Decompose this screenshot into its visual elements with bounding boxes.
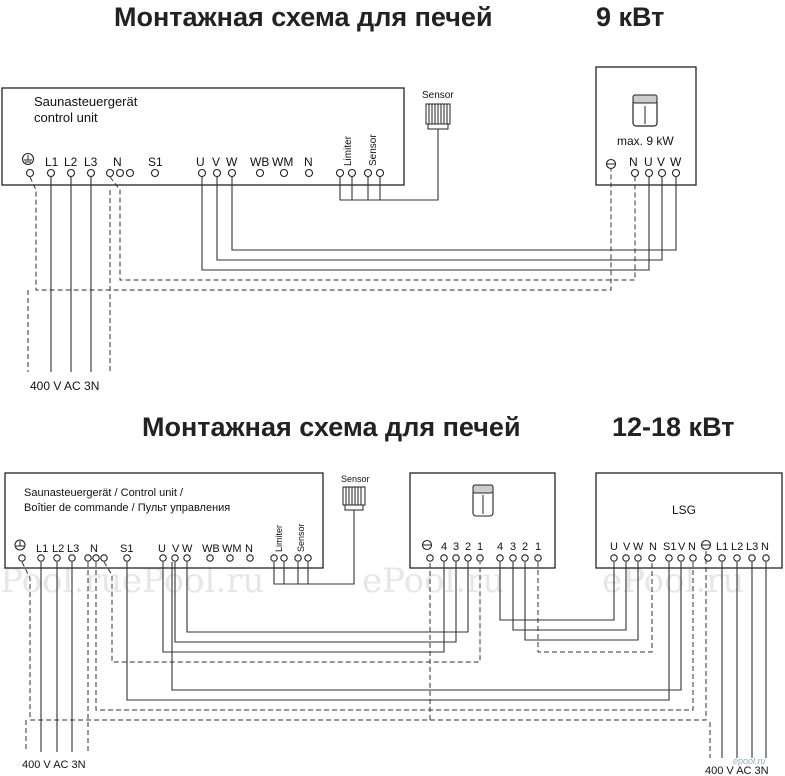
lsg-terminal-label-v2: V	[678, 541, 686, 553]
terminal-label-s1: S1	[148, 155, 163, 169]
top-control-label-1: Saunasteuergerät	[34, 94, 138, 109]
lsg-box	[595, 472, 783, 569]
bottom-terminals	[18, 554, 312, 562]
bottom-title-main: Монтажная схема для печей	[142, 412, 521, 442]
top-title-power: 9 кВт	[596, 2, 664, 32]
terminal-label-sensor: Sensor	[368, 134, 379, 166]
terminal-label-l3: L3	[67, 543, 79, 555]
earth-icon	[14, 539, 26, 551]
top-sensor-label: Sensor	[422, 90, 454, 101]
terminal-label-wb: WB	[202, 543, 220, 555]
top-control-label-2: control unit	[34, 110, 98, 125]
terminal-label-wm: WM	[272, 155, 293, 169]
corner-watermark: epool.ru	[733, 756, 766, 766]
terminal-label-v: V	[172, 543, 180, 555]
terminal-label-n: N	[90, 543, 98, 555]
heater-terminal-label-1b: 1	[535, 541, 541, 553]
lsg-terminal-label-n3: N	[761, 541, 769, 553]
top-title-main: Монтажная схема для печей	[114, 2, 493, 32]
bottom-supply-right-label: 400 V AC 3N	[705, 765, 769, 776]
sensor-wire	[273, 510, 355, 585]
top-heater-terminals	[630, 168, 681, 178]
heater-terminal-label-4: 4	[441, 541, 447, 553]
lsg-terminal-label-l2: L2	[731, 541, 743, 553]
lsg-terminal-label-l3: L3	[746, 541, 758, 553]
heater-terminal-label-v: V	[657, 155, 665, 169]
terminal-label-s1: S1	[120, 543, 133, 555]
terminal-label-u: U	[196, 155, 205, 169]
bottom-sensor-label: Sensor	[341, 474, 370, 484]
heater-terminal-label-w: W	[670, 155, 682, 169]
top-supply-label: 400 V AC 3N	[30, 379, 99, 393]
terminal-label-wb: WB	[250, 155, 269, 169]
terminal-label-l3: L3	[84, 155, 98, 169]
terminal-label-l2: L2	[52, 543, 64, 555]
heater-terminal-label-u: U	[644, 155, 653, 169]
lsg-label: LSG	[672, 503, 696, 517]
earth-icon	[421, 539, 433, 551]
terminal-label-n2: N	[245, 543, 253, 555]
bottom-supply-left-label: 400 V AC 3N	[22, 759, 86, 771]
terminal-label-l1: L1	[36, 543, 48, 555]
bottom-heater-terminals	[426, 554, 542, 562]
heater-terminal-label-1: 1	[477, 541, 483, 553]
terminal-label-w: W	[226, 155, 238, 169]
lsg-terminal-label-u: U	[610, 541, 618, 553]
lsg-terminal-label-n2: N	[688, 541, 696, 553]
sensor-icon	[342, 486, 366, 511]
top-heater-label: max. 9 kW	[617, 134, 674, 148]
top-wires	[27, 169, 677, 372]
top-control-unit-box	[1, 87, 405, 186]
top-terminals	[25, 168, 385, 178]
terminal-label-limiter: Limiter	[343, 135, 354, 166]
bottom-control-unit-box	[4, 472, 324, 569]
terminal-label-n: N	[113, 155, 122, 169]
lsg-terminal-label-l1: L1	[716, 541, 728, 553]
heater-terminal-label-3b: 3	[510, 541, 516, 553]
bottom-wires	[21, 549, 767, 758]
earth-icon	[605, 158, 617, 170]
terminal-label-u: U	[158, 543, 166, 555]
lsg-terminal-label-n: N	[649, 541, 657, 553]
bottom-control-label-1: Saunasteuergerät / Control unit /	[24, 487, 184, 499]
heater-terminal-label-2b: 2	[522, 541, 528, 553]
earth-icon	[700, 539, 712, 551]
terminal-label-w: W	[182, 543, 193, 555]
lsg-terminal-label-v: V	[623, 541, 631, 553]
lsg-terminal-label-w: W	[633, 541, 644, 553]
bottom-title-power: 12-18 кВт	[612, 412, 734, 442]
heater-terminal-label-n: N	[629, 155, 638, 169]
terminal-label-l2: L2	[64, 155, 78, 169]
terminal-label-v: V	[212, 155, 220, 169]
terminal-label-l1: L1	[45, 155, 59, 169]
heater-terminal-label-2: 2	[465, 541, 471, 553]
terminal-label-wm: WM	[222, 543, 242, 555]
terminal-label-n2: N	[304, 155, 313, 169]
lsg-terminals	[610, 554, 770, 562]
sensor-icon	[425, 103, 451, 130]
heater-terminal-label-3: 3	[453, 541, 459, 553]
lsg-terminal-label-s1: S1	[663, 541, 676, 553]
sensor-wire	[339, 129, 439, 201]
bottom-control-label-2: Boîtier de commande / Пульт управления	[24, 502, 230, 514]
heater-terminal-label-4b: 4	[497, 541, 503, 553]
heater-icon	[632, 94, 658, 127]
heater-icon	[472, 484, 494, 517]
earth-icon	[21, 152, 35, 166]
terminal-label-sensor: Sensor	[296, 523, 306, 552]
terminal-label-limiter: Limiter	[274, 525, 284, 552]
